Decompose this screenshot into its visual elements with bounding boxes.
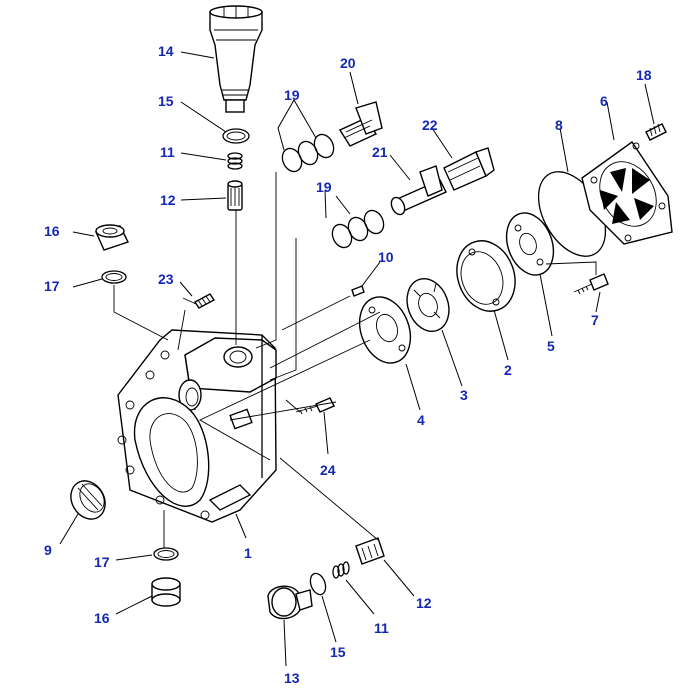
washer-lower <box>153 547 179 561</box>
plunger-top <box>227 180 243 211</box>
part-labels: 14 15 11 12 16 17 23 19 19 20 21 22 10 8… <box>44 43 652 686</box>
label-19-lower: 19 <box>316 179 332 195</box>
label-20: 20 <box>340 55 356 71</box>
plunger-lower <box>355 537 385 565</box>
rotor-3 <box>406 278 450 332</box>
o-rings-19-lower <box>331 209 385 249</box>
label-18: 18 <box>636 67 652 83</box>
label-8: 8 <box>555 117 563 133</box>
o-ring-top <box>222 128 250 144</box>
label-14: 14 <box>158 43 174 59</box>
bolt-18 <box>645 123 667 141</box>
label-5: 5 <box>547 338 555 354</box>
oil-seal-9 <box>70 480 106 520</box>
label-11-lower: 11 <box>374 620 389 636</box>
key-10 <box>351 285 365 297</box>
label-10: 10 <box>378 249 394 265</box>
o-rings-19-upper <box>281 133 335 173</box>
label-11-top: 11 <box>160 144 175 160</box>
filler-cap <box>209 5 263 113</box>
plate-4 <box>358 296 412 364</box>
label-19-upper: 19 <box>284 87 300 103</box>
label-23: 23 <box>158 271 174 287</box>
label-22: 22 <box>422 117 438 133</box>
pump-housing <box>117 329 277 523</box>
label-24: 24 <box>320 462 336 478</box>
label-15-lower: 15 <box>330 644 346 660</box>
spring-top <box>227 152 243 170</box>
fitting-20 <box>338 101 383 147</box>
cover-6 <box>581 141 673 245</box>
label-9: 9 <box>44 542 52 558</box>
label-7: 7 <box>591 312 599 328</box>
label-15-top: 15 <box>158 93 174 109</box>
bolt-23 <box>182 293 216 309</box>
label-17-lower: 17 <box>94 554 110 570</box>
plate-5 <box>505 212 555 276</box>
label-12-lower: 12 <box>416 595 432 611</box>
valve-body-22 <box>443 147 495 191</box>
label-16-top: 16 <box>44 223 60 239</box>
label-6: 6 <box>600 93 608 109</box>
spring-lower <box>332 561 350 579</box>
leader-lines <box>59 51 655 667</box>
relief-valve-21 <box>390 165 447 216</box>
label-4: 4 <box>417 412 425 428</box>
label-21: 21 <box>372 144 388 160</box>
label-12-top: 12 <box>160 192 176 208</box>
ring-2 <box>456 240 516 312</box>
label-16-lower: 16 <box>94 610 110 626</box>
drain-plug-lower <box>151 577 181 607</box>
drain-plug-upper <box>95 224 129 251</box>
assembly-lines <box>113 172 597 548</box>
cap-13 <box>267 585 313 620</box>
bolt-7 <box>573 273 609 295</box>
label-17-top: 17 <box>44 278 60 294</box>
label-1: 1 <box>244 545 252 561</box>
label-3: 3 <box>460 387 468 403</box>
o-ring-lower <box>309 572 327 596</box>
label-2: 2 <box>504 362 512 378</box>
bolt-24 <box>295 397 335 415</box>
washer-upper <box>101 270 127 284</box>
label-13: 13 <box>284 670 300 686</box>
